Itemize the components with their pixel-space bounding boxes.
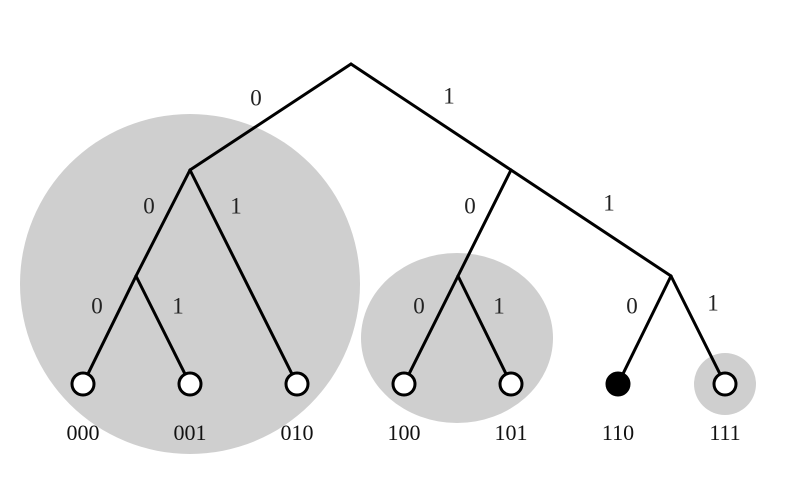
edge-label: 1 bbox=[443, 83, 455, 108]
leaf-label: 001 bbox=[174, 420, 207, 445]
leaf-node-filled bbox=[605, 371, 631, 397]
leaf-node bbox=[712, 371, 738, 397]
edge-1-1 bbox=[509, 168, 673, 278]
edge-label: 0 bbox=[413, 293, 425, 318]
edge-11-0 bbox=[616, 274, 673, 386]
edge-1-0 bbox=[456, 168, 513, 278]
edge-label: 1 bbox=[172, 293, 184, 318]
leaf-label: 110 bbox=[602, 420, 634, 445]
leaf-label: 010 bbox=[281, 420, 314, 445]
edge-label: 0 bbox=[250, 85, 262, 110]
edge-label: 1 bbox=[493, 293, 505, 318]
edge-label: 0 bbox=[91, 293, 103, 318]
edge-10-0 bbox=[402, 274, 460, 386]
leaf-node bbox=[177, 371, 203, 397]
leaf-label: 111 bbox=[709, 420, 740, 445]
edge-11-1 bbox=[669, 274, 727, 386]
edge-0-1 bbox=[188, 168, 299, 386]
region-left-subtree bbox=[20, 114, 360, 454]
leaf-label: 000 bbox=[67, 420, 100, 445]
leaf-label: 100 bbox=[388, 420, 421, 445]
edge-label: 1 bbox=[603, 190, 615, 215]
edge-label: 1 bbox=[707, 290, 719, 315]
edge-10-1 bbox=[456, 274, 513, 386]
edge-00-1 bbox=[134, 274, 192, 386]
edge-label: 0 bbox=[626, 293, 638, 318]
leaf-node bbox=[498, 371, 524, 397]
edge-label: 0 bbox=[143, 193, 155, 218]
leaf-label: 101 bbox=[495, 420, 528, 445]
edge-root-1 bbox=[349, 62, 513, 172]
leaf-node bbox=[391, 371, 417, 397]
edge-0-0 bbox=[134, 168, 192, 278]
leaf-node bbox=[284, 371, 310, 397]
edge-label: 1 bbox=[230, 193, 242, 218]
edge-label: 0 bbox=[464, 193, 476, 218]
edge-00-0 bbox=[81, 274, 138, 386]
leaf-node bbox=[70, 371, 96, 397]
edge-root-0 bbox=[188, 62, 353, 172]
